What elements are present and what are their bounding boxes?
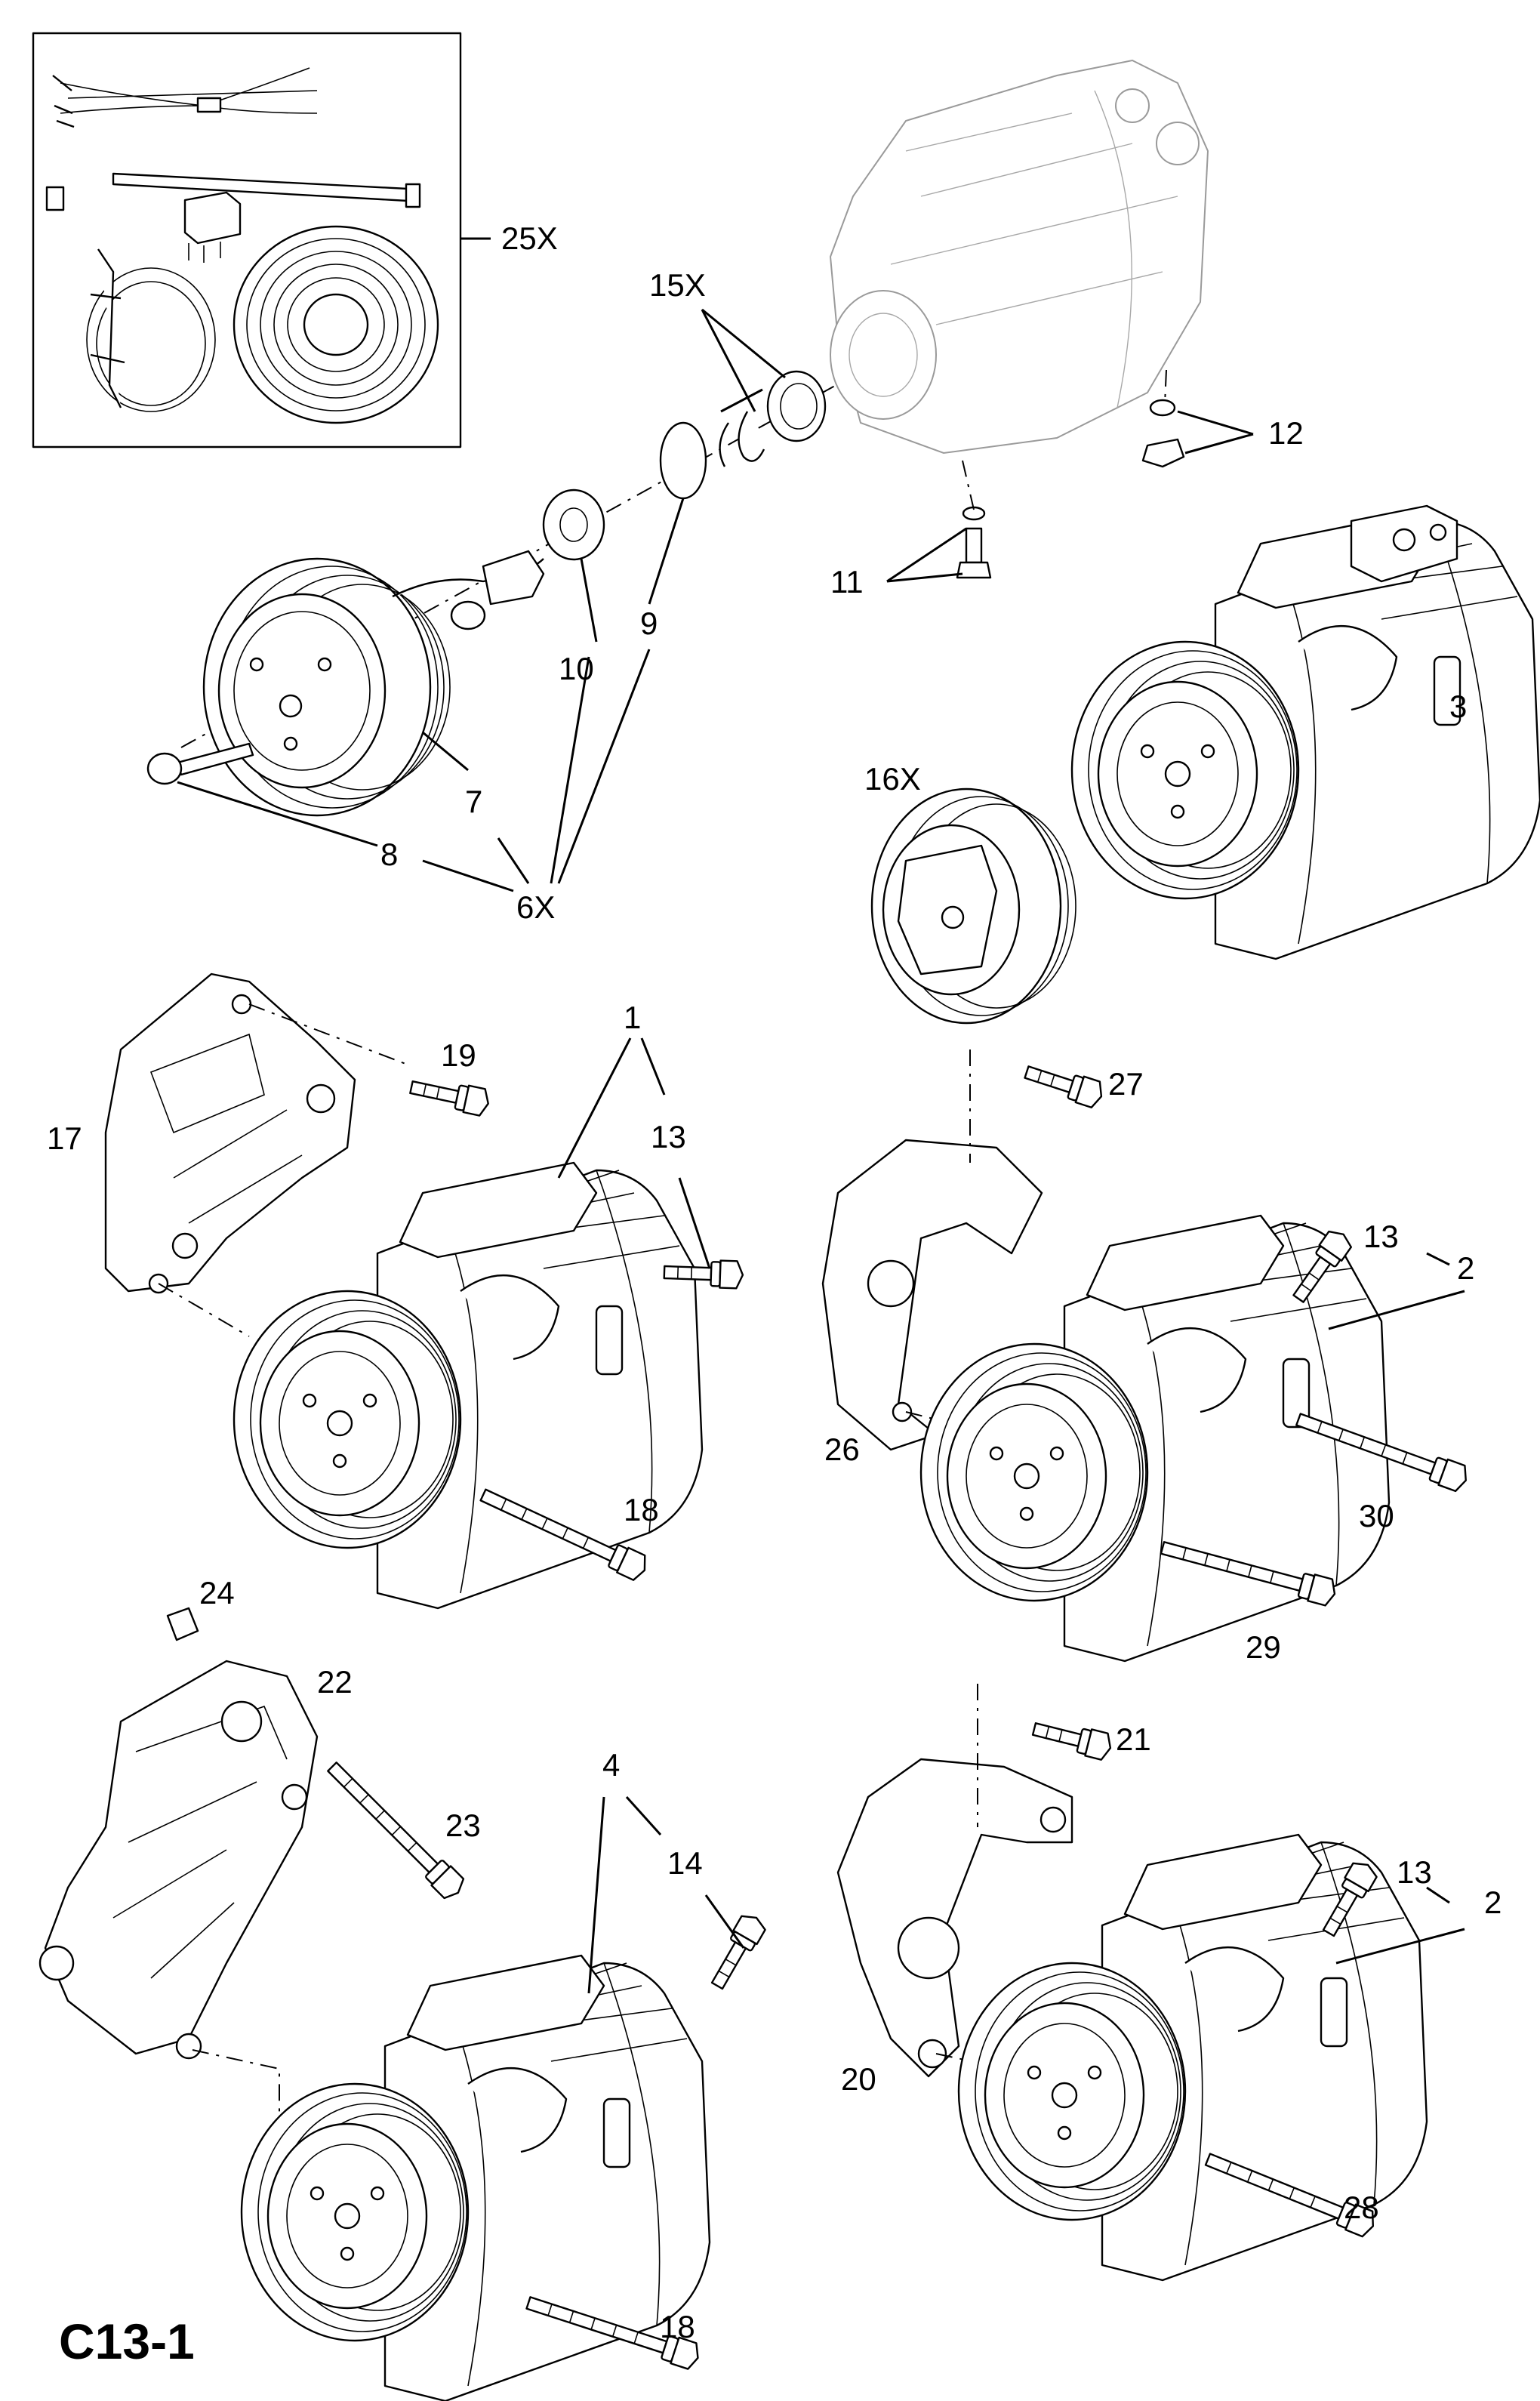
callout-25x: 25X (501, 220, 558, 256)
callout-28: 28 (1344, 2190, 1379, 2225)
callout-23: 23 (445, 1808, 481, 1843)
bolt-11 (956, 460, 992, 579)
bracket-26 (821, 1049, 1043, 1451)
callout-18-a: 18 (624, 1492, 659, 1527)
shaft-seal-15x (766, 370, 827, 442)
callout-19: 19 (441, 1037, 476, 1073)
callout-2-a: 2 (1457, 1250, 1474, 1286)
bracket-22 (38, 1660, 319, 2174)
callout-7: 7 (465, 784, 482, 819)
bracket-17 (104, 972, 408, 1337)
exploded-clutch-assembly (146, 59, 1209, 817)
compressor-body-faded (829, 59, 1209, 455)
callout-15x: 15X (649, 267, 706, 303)
manifold-block (1350, 504, 1458, 583)
callout-9: 9 (640, 606, 658, 641)
bolt-27 (1021, 1058, 1107, 1111)
bracket-20 (836, 1684, 1073, 2078)
snap-ring-15x (719, 411, 765, 467)
callout-29: 29 (1246, 1629, 1281, 1665)
callout-17: 17 (47, 1120, 82, 1156)
bolt-19 (408, 1073, 492, 1118)
callout-3: 3 (1449, 689, 1467, 724)
callout-1: 1 (624, 1000, 641, 1035)
callout-4: 4 (602, 1747, 620, 1783)
callout-8: 8 (380, 837, 398, 872)
shim-10 (542, 489, 605, 561)
compressor-assembly-1 (233, 1161, 704, 1610)
callout-11: 11 (830, 564, 864, 599)
snap-ring-9 (659, 421, 707, 500)
wiring-harness-icon (52, 67, 318, 128)
bolt-8 (146, 742, 254, 785)
callout-labels: 25X 15X 12 11 9 10 3 16X 7 8 6X 1 19 13 … (47, 220, 1502, 2344)
callout-6x: 6X (516, 889, 555, 925)
callout-13-c: 13 (1397, 1854, 1432, 1890)
callout-20: 20 (841, 2061, 876, 2097)
kit-box-25x (32, 32, 491, 448)
callout-22: 22 (317, 1664, 353, 1700)
callout-21: 21 (1116, 1721, 1151, 1757)
bolt-14 (704, 1909, 769, 1994)
clutch-assembly-16x (870, 787, 1076, 1025)
callout-18-b: 18 (660, 2309, 695, 2344)
callout-10: 10 (559, 651, 594, 686)
callout-26: 26 (824, 1432, 860, 1467)
callout-2-b: 2 (1484, 1885, 1502, 1920)
relay-icon (183, 191, 242, 263)
cable-coil-icon (86, 248, 216, 412)
clutch-pulley-7 (202, 550, 545, 817)
callout-12: 12 (1268, 415, 1304, 451)
callout-13-a: 13 (651, 1119, 686, 1154)
nut-washer-12 (1141, 369, 1185, 468)
compressor-assembly-3 (870, 504, 1540, 1025)
bolt-21 (1030, 1715, 1115, 1762)
cable-tie-icon (112, 172, 421, 208)
callout-30: 30 (1359, 1498, 1394, 1533)
hose-coil-icon (233, 225, 439, 424)
callout-14: 14 (667, 1845, 703, 1881)
sleeve-24 (166, 1607, 199, 1641)
sheet-code: C13-1 (59, 2313, 195, 2369)
callout-27: 27 (1108, 1066, 1144, 1102)
callout-13-b: 13 (1363, 1219, 1399, 1254)
callout-24: 24 (199, 1575, 235, 1610)
callout-16x: 16X (864, 761, 921, 797)
leader-lines (177, 308, 1465, 1994)
fuse-icon (45, 186, 65, 211)
